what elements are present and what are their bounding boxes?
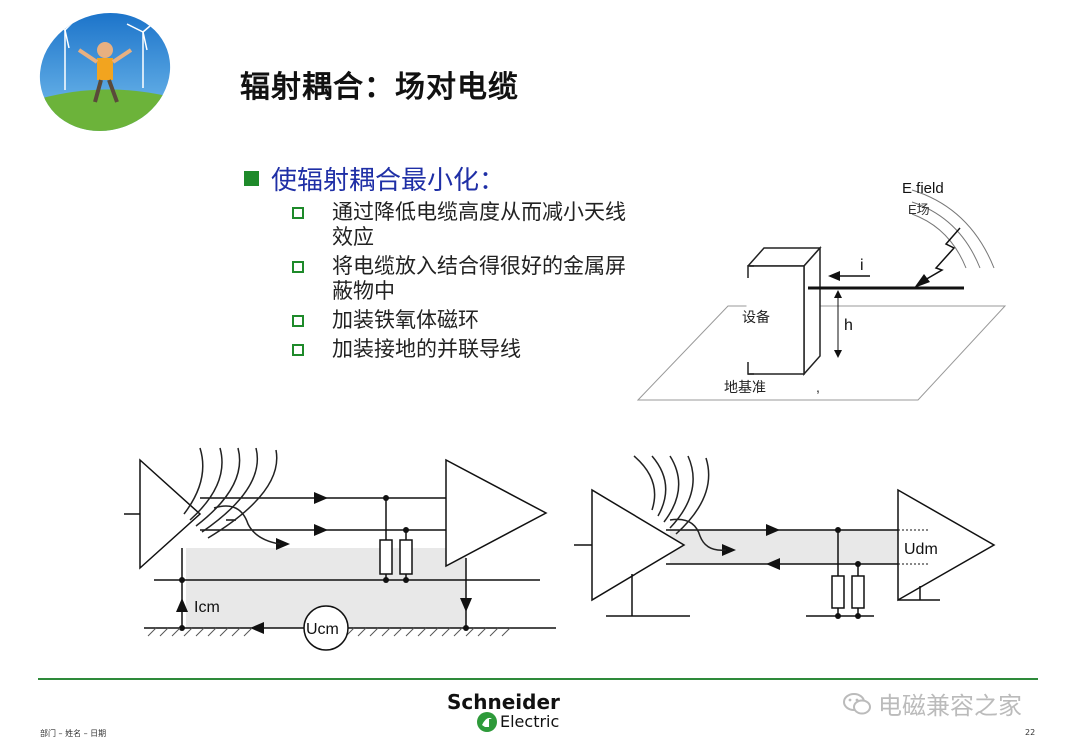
mark-text: ,: [816, 379, 820, 395]
list-item: 加装接地的并联导线: [292, 337, 632, 362]
list-item: 将电缆放入结合得很好的金属屏蔽物中: [292, 254, 632, 304]
page-number: 22: [1025, 728, 1036, 737]
bullet-square-icon: [244, 171, 259, 186]
height-label: h: [844, 317, 853, 334]
list-item: 加装铁氧体磁环: [292, 308, 632, 333]
brand-name: Schneider: [447, 690, 560, 714]
efield-cn-label: E场: [908, 202, 930, 217]
footer-divider: [38, 678, 1038, 680]
ucm-label: Ucm: [306, 621, 339, 638]
wechat-icon: [843, 692, 871, 714]
cable-height-diagram: 设备 i h 地基准 , E field E场: [636, 180, 1007, 401]
icm-label: Icm: [194, 599, 220, 616]
slide-title: 辐射耦合：场对电缆: [240, 70, 519, 105]
udm-label: Udm: [904, 541, 938, 558]
list-item: 通过降低电缆高度从而减小天线效应: [292, 200, 632, 250]
section-heading: 使辐射耦合最小化：: [244, 160, 505, 197]
efield-label: E field: [902, 180, 944, 197]
section-heading-text: 使辐射耦合最小化：: [271, 166, 506, 196]
current-label: i: [860, 257, 864, 274]
checkbox-bullet-icon: [292, 207, 304, 219]
checkbox-bullet-icon: [292, 344, 304, 356]
common-mode-diagram: Ucm Icm: [124, 447, 556, 651]
bullet-text: 通过降低电缆高度从而减小天线效应: [332, 200, 626, 249]
schneider-logo-icon: [477, 712, 497, 732]
brand-subtitle: Electric: [500, 712, 560, 731]
differential-mode-diagram: Udm: [574, 455, 996, 619]
footer-department: 部门 – 姓名 – 日期: [40, 729, 107, 738]
device-label: 设备: [742, 309, 770, 325]
bullet-text: 将电缆放入结合得很好的金属屏蔽物中: [332, 254, 626, 303]
bullet-text: 加装接地的并联导线: [332, 337, 521, 361]
watermark: 电磁兼容之家: [842, 686, 1022, 721]
bullet-list: 通过降低电缆高度从而减小天线效应 将电缆放入结合得很好的金属屏蔽物中 加装铁氧体…: [292, 200, 632, 366]
header-photo: [35, 10, 175, 135]
watermark-text: 电磁兼容之家: [878, 692, 1022, 720]
checkbox-bullet-icon: [292, 315, 304, 327]
checkbox-bullet-icon: [292, 261, 304, 273]
ground-label: 地基准: [724, 379, 766, 395]
bullet-text: 加装铁氧体磁环: [332, 308, 479, 332]
